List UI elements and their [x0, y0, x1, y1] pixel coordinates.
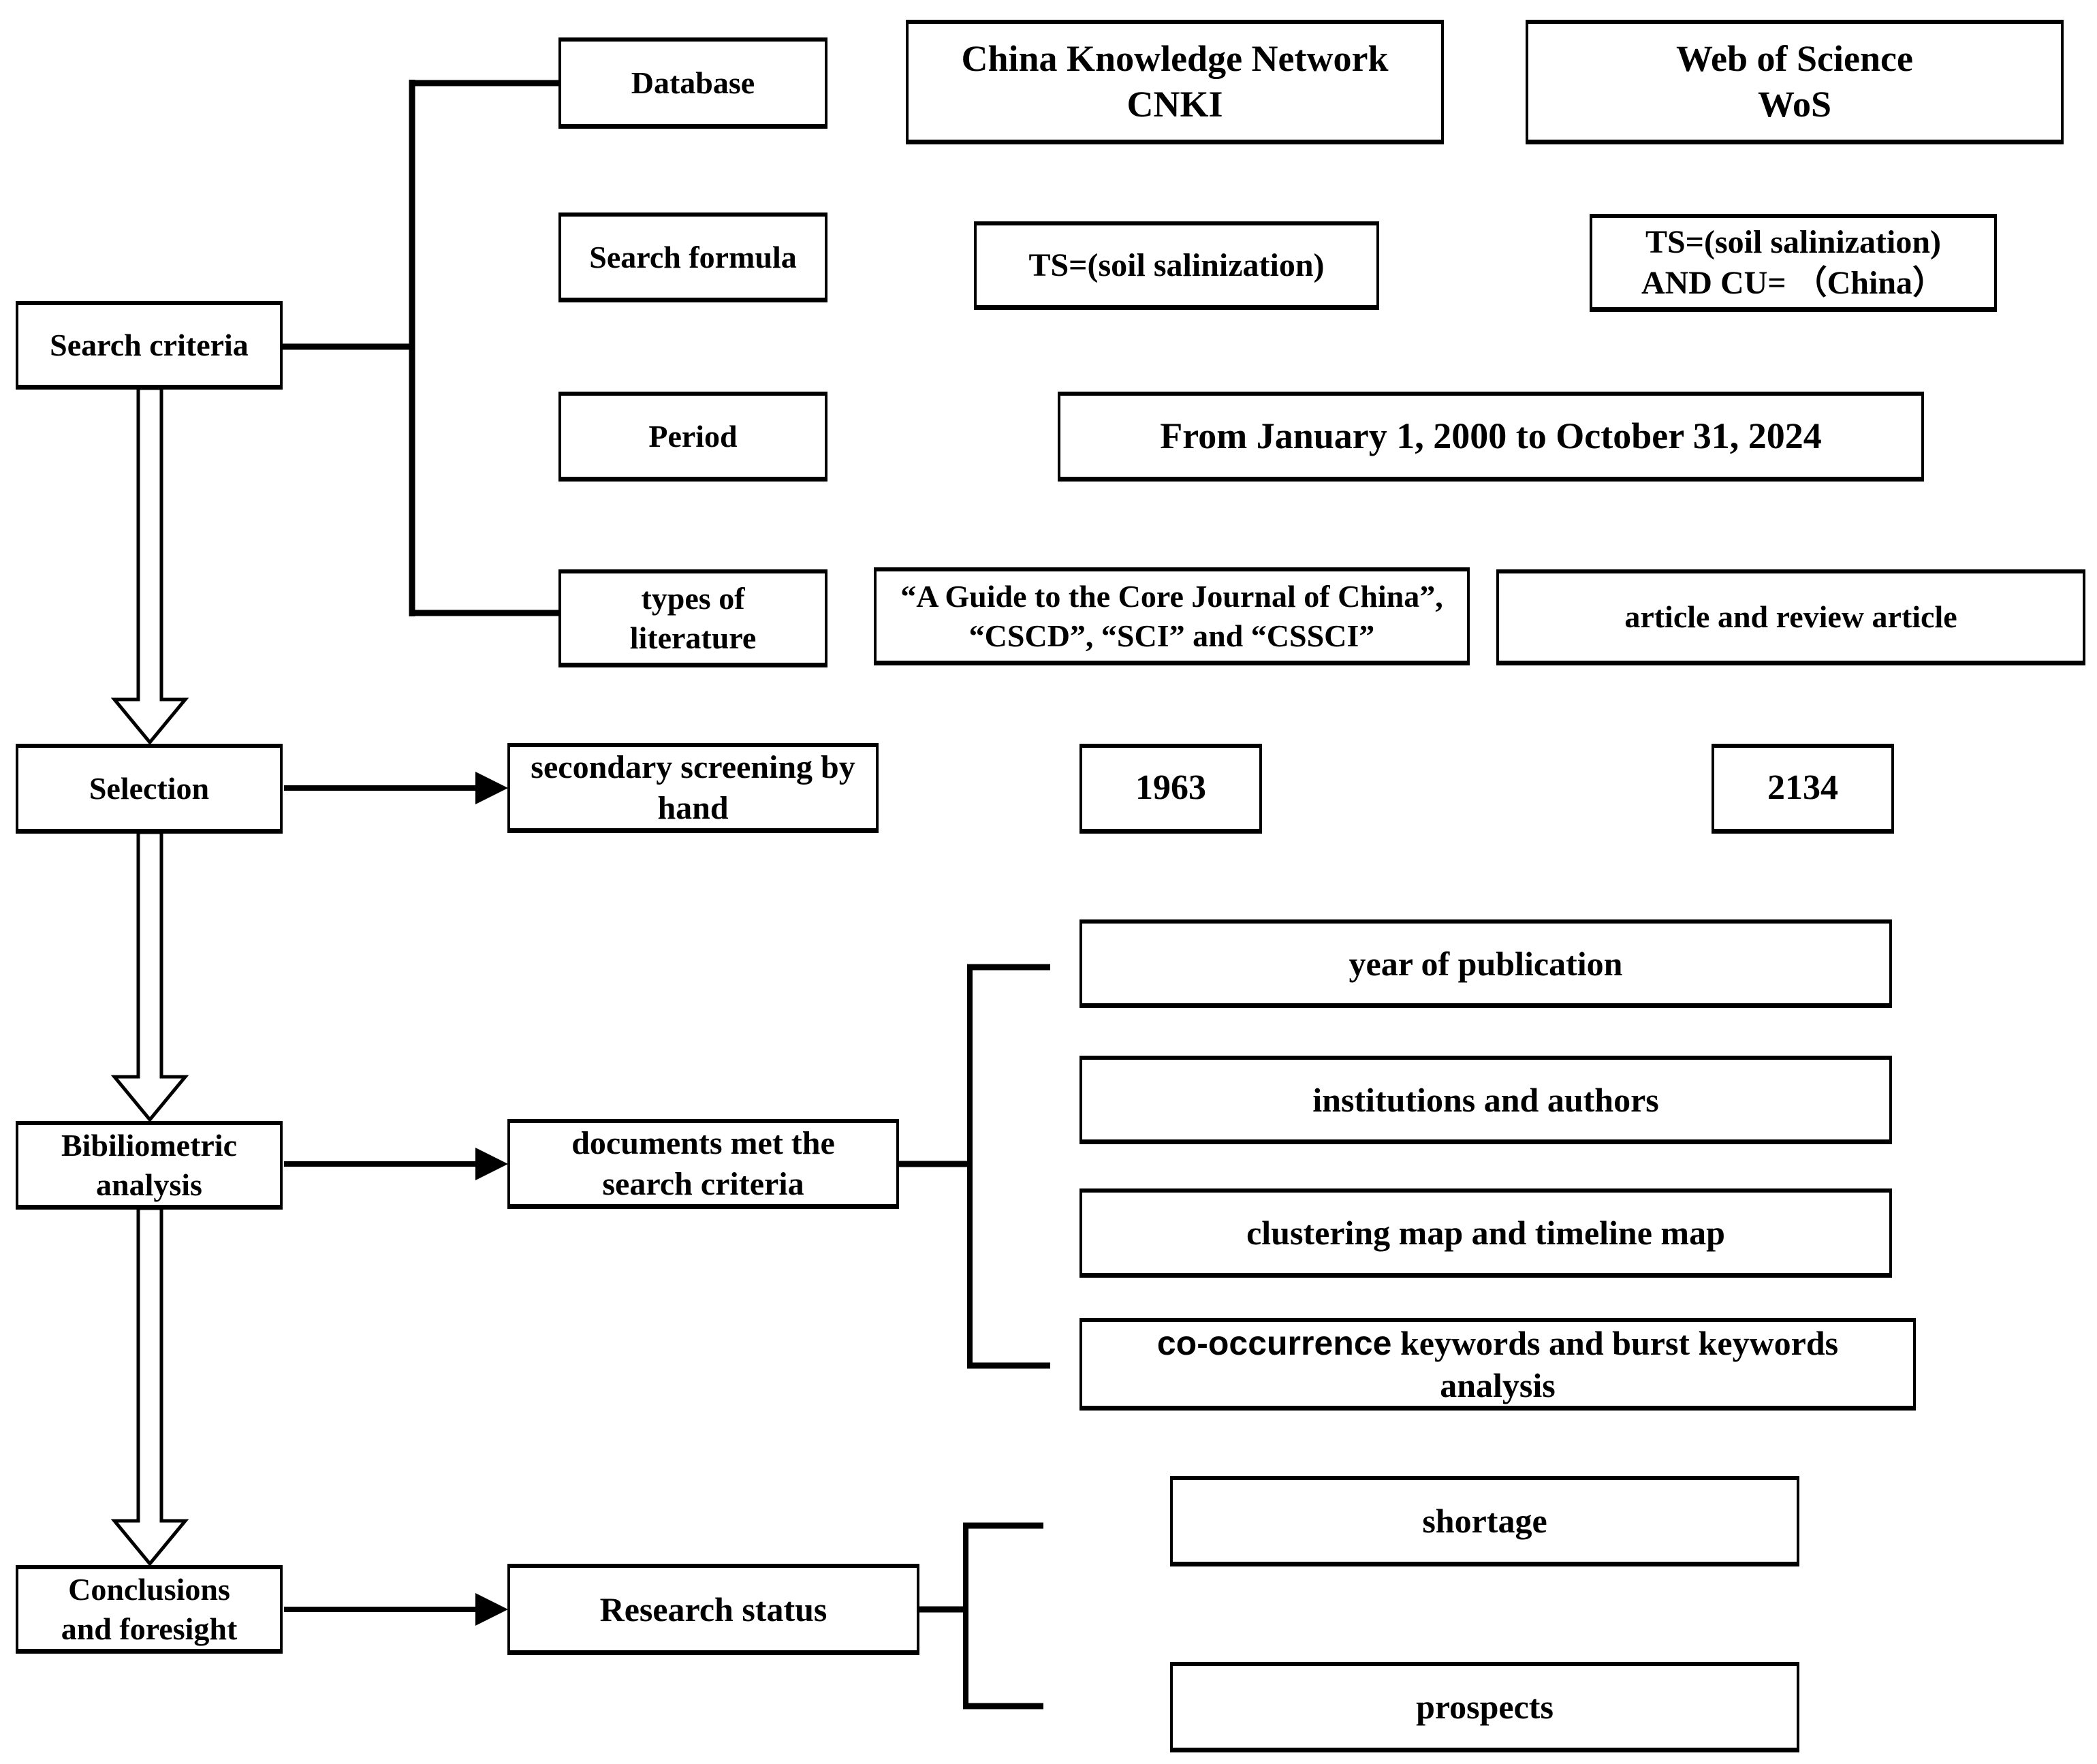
arrow-selection-head-icon	[475, 772, 508, 804]
step-conclusions-foresight: Conclusions and foresight	[16, 1565, 283, 1654]
cnki-count: 1963	[1079, 744, 1262, 834]
output-year-of-publication: year of publication	[1079, 919, 1892, 1008]
shortage-box: shortage	[1170, 1476, 1799, 1566]
output-co-occurrence: co-occurrence keywords and burst keyword…	[1079, 1318, 1916, 1411]
wos-title: Web of Science WoS	[1526, 20, 2064, 144]
output-institutions-authors: institutions and authors	[1079, 1056, 1892, 1144]
period-value: From January 1, 2000 to October 31, 2024	[1058, 392, 1924, 482]
types-label: types of literature	[558, 569, 827, 667]
step-search-criteria: Search criteria	[16, 301, 283, 390]
database-label: Database	[558, 37, 827, 129]
co-occurrence-rest: keywords and burst keywords	[1391, 1323, 1839, 1362]
down-arrow-icon-3	[110, 1206, 189, 1566]
down-arrow-icon-2	[110, 830, 189, 1122]
wos-count: 2134	[1712, 744, 1894, 834]
research-status-box: Research status	[507, 1564, 919, 1655]
down-arrow-icon-1	[110, 386, 189, 745]
arrow-bibliometric-head-icon	[475, 1148, 508, 1180]
step-selection: Selection	[16, 744, 283, 834]
period-label: Period	[558, 392, 827, 482]
documents-box: documents met the search criteria	[507, 1119, 899, 1209]
search-formula-label: Search formula	[558, 212, 827, 302]
wos-types: article and review article	[1496, 569, 2085, 665]
co-occurrence-head: co-occurrence	[1156, 1323, 1392, 1362]
wos-formula: TS=(soil salinization) AND CU= （China）	[1590, 214, 1997, 312]
cnki-formula: TS=(soil salinization)	[974, 221, 1379, 310]
cnki-types: “A Guide to the Core Journal of China”, …	[874, 567, 1470, 665]
secondary-screening: secondary screening by hand	[507, 743, 879, 833]
co-occurrence-line1: co-occurrence keywords and burst keyword…	[1157, 1322, 1838, 1364]
prospects-box: prospects	[1170, 1662, 1799, 1752]
output-clustering-timeline: clustering map and timeline map	[1079, 1188, 1892, 1278]
cnki-title: China Knowledge Network CNKI	[906, 20, 1444, 144]
arrow-conclusions-head-icon	[475, 1593, 508, 1626]
co-occurrence-line2: analysis	[1440, 1366, 1556, 1404]
step-bibiliometric-analysis: Bibiliometric analysis	[16, 1121, 283, 1210]
